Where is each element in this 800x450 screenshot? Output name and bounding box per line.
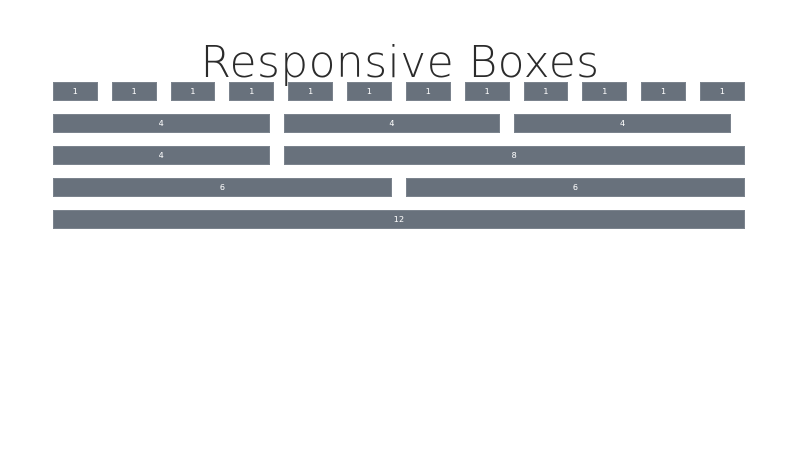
- grid-box-span-1[interactable]: 1: [582, 82, 628, 101]
- grid-box-span-1[interactable]: 1: [641, 82, 687, 101]
- grid-box-span-1[interactable]: 1: [111, 82, 157, 101]
- grid-box-span-1[interactable]: 1: [347, 82, 392, 101]
- grid-box-span-4[interactable]: 4: [514, 114, 731, 133]
- row-full-width-twelve: 12: [53, 210, 745, 229]
- grid-box-span-6[interactable]: 6: [53, 178, 392, 197]
- grid-box-span-4[interactable]: 4: [53, 114, 270, 133]
- grid-box-span-1[interactable]: 1: [523, 82, 569, 101]
- grid-box-span-1[interactable]: 1: [464, 82, 510, 101]
- grid-box-span-12[interactable]: 12: [53, 210, 745, 229]
- grid-box-span-8[interactable]: 8: [283, 146, 745, 165]
- page-title: Responsive Boxes: [200, 37, 600, 89]
- grid-box-span-6[interactable]: 6: [406, 178, 745, 197]
- grid-box-span-1[interactable]: 1: [288, 82, 334, 101]
- grid-box-span-1[interactable]: 1: [229, 82, 275, 101]
- grid-box-span-1[interactable]: 1: [700, 82, 745, 101]
- grid-box-span-4[interactable]: 4: [53, 146, 270, 165]
- grid-box-span-1[interactable]: 1: [405, 82, 451, 101]
- grid-box-span-4[interactable]: 4: [283, 114, 501, 133]
- grid-box-span-1[interactable]: 1: [170, 82, 216, 101]
- grid-box-span-1[interactable]: 1: [53, 82, 98, 101]
